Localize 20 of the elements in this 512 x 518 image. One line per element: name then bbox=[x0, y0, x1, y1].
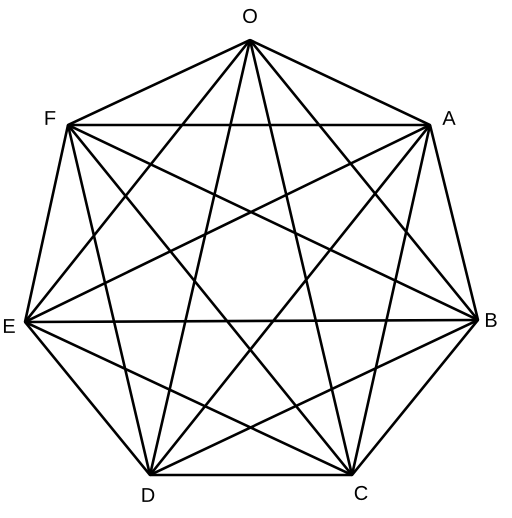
line bbox=[66, 124, 354, 476]
line bbox=[24, 320, 353, 476]
line bbox=[24, 321, 152, 476]
line bbox=[67, 124, 431, 126]
vertex-label: C bbox=[354, 486, 368, 500]
line bbox=[24, 124, 70, 323]
line bbox=[66, 124, 152, 476]
vertex-label: O bbox=[243, 8, 257, 24]
vertex-label: E bbox=[4, 319, 15, 333]
line bbox=[148, 124, 432, 476]
line bbox=[249, 38, 431, 126]
vertex-label: F bbox=[46, 111, 56, 125]
line bbox=[149, 474, 353, 476]
vertex-label: B bbox=[486, 313, 497, 327]
vertex-label: A bbox=[442, 111, 456, 125]
line bbox=[350, 319, 480, 476]
line bbox=[67, 38, 251, 126]
line bbox=[149, 318, 479, 476]
vertex-label: D bbox=[142, 488, 154, 502]
line bbox=[428, 124, 480, 321]
